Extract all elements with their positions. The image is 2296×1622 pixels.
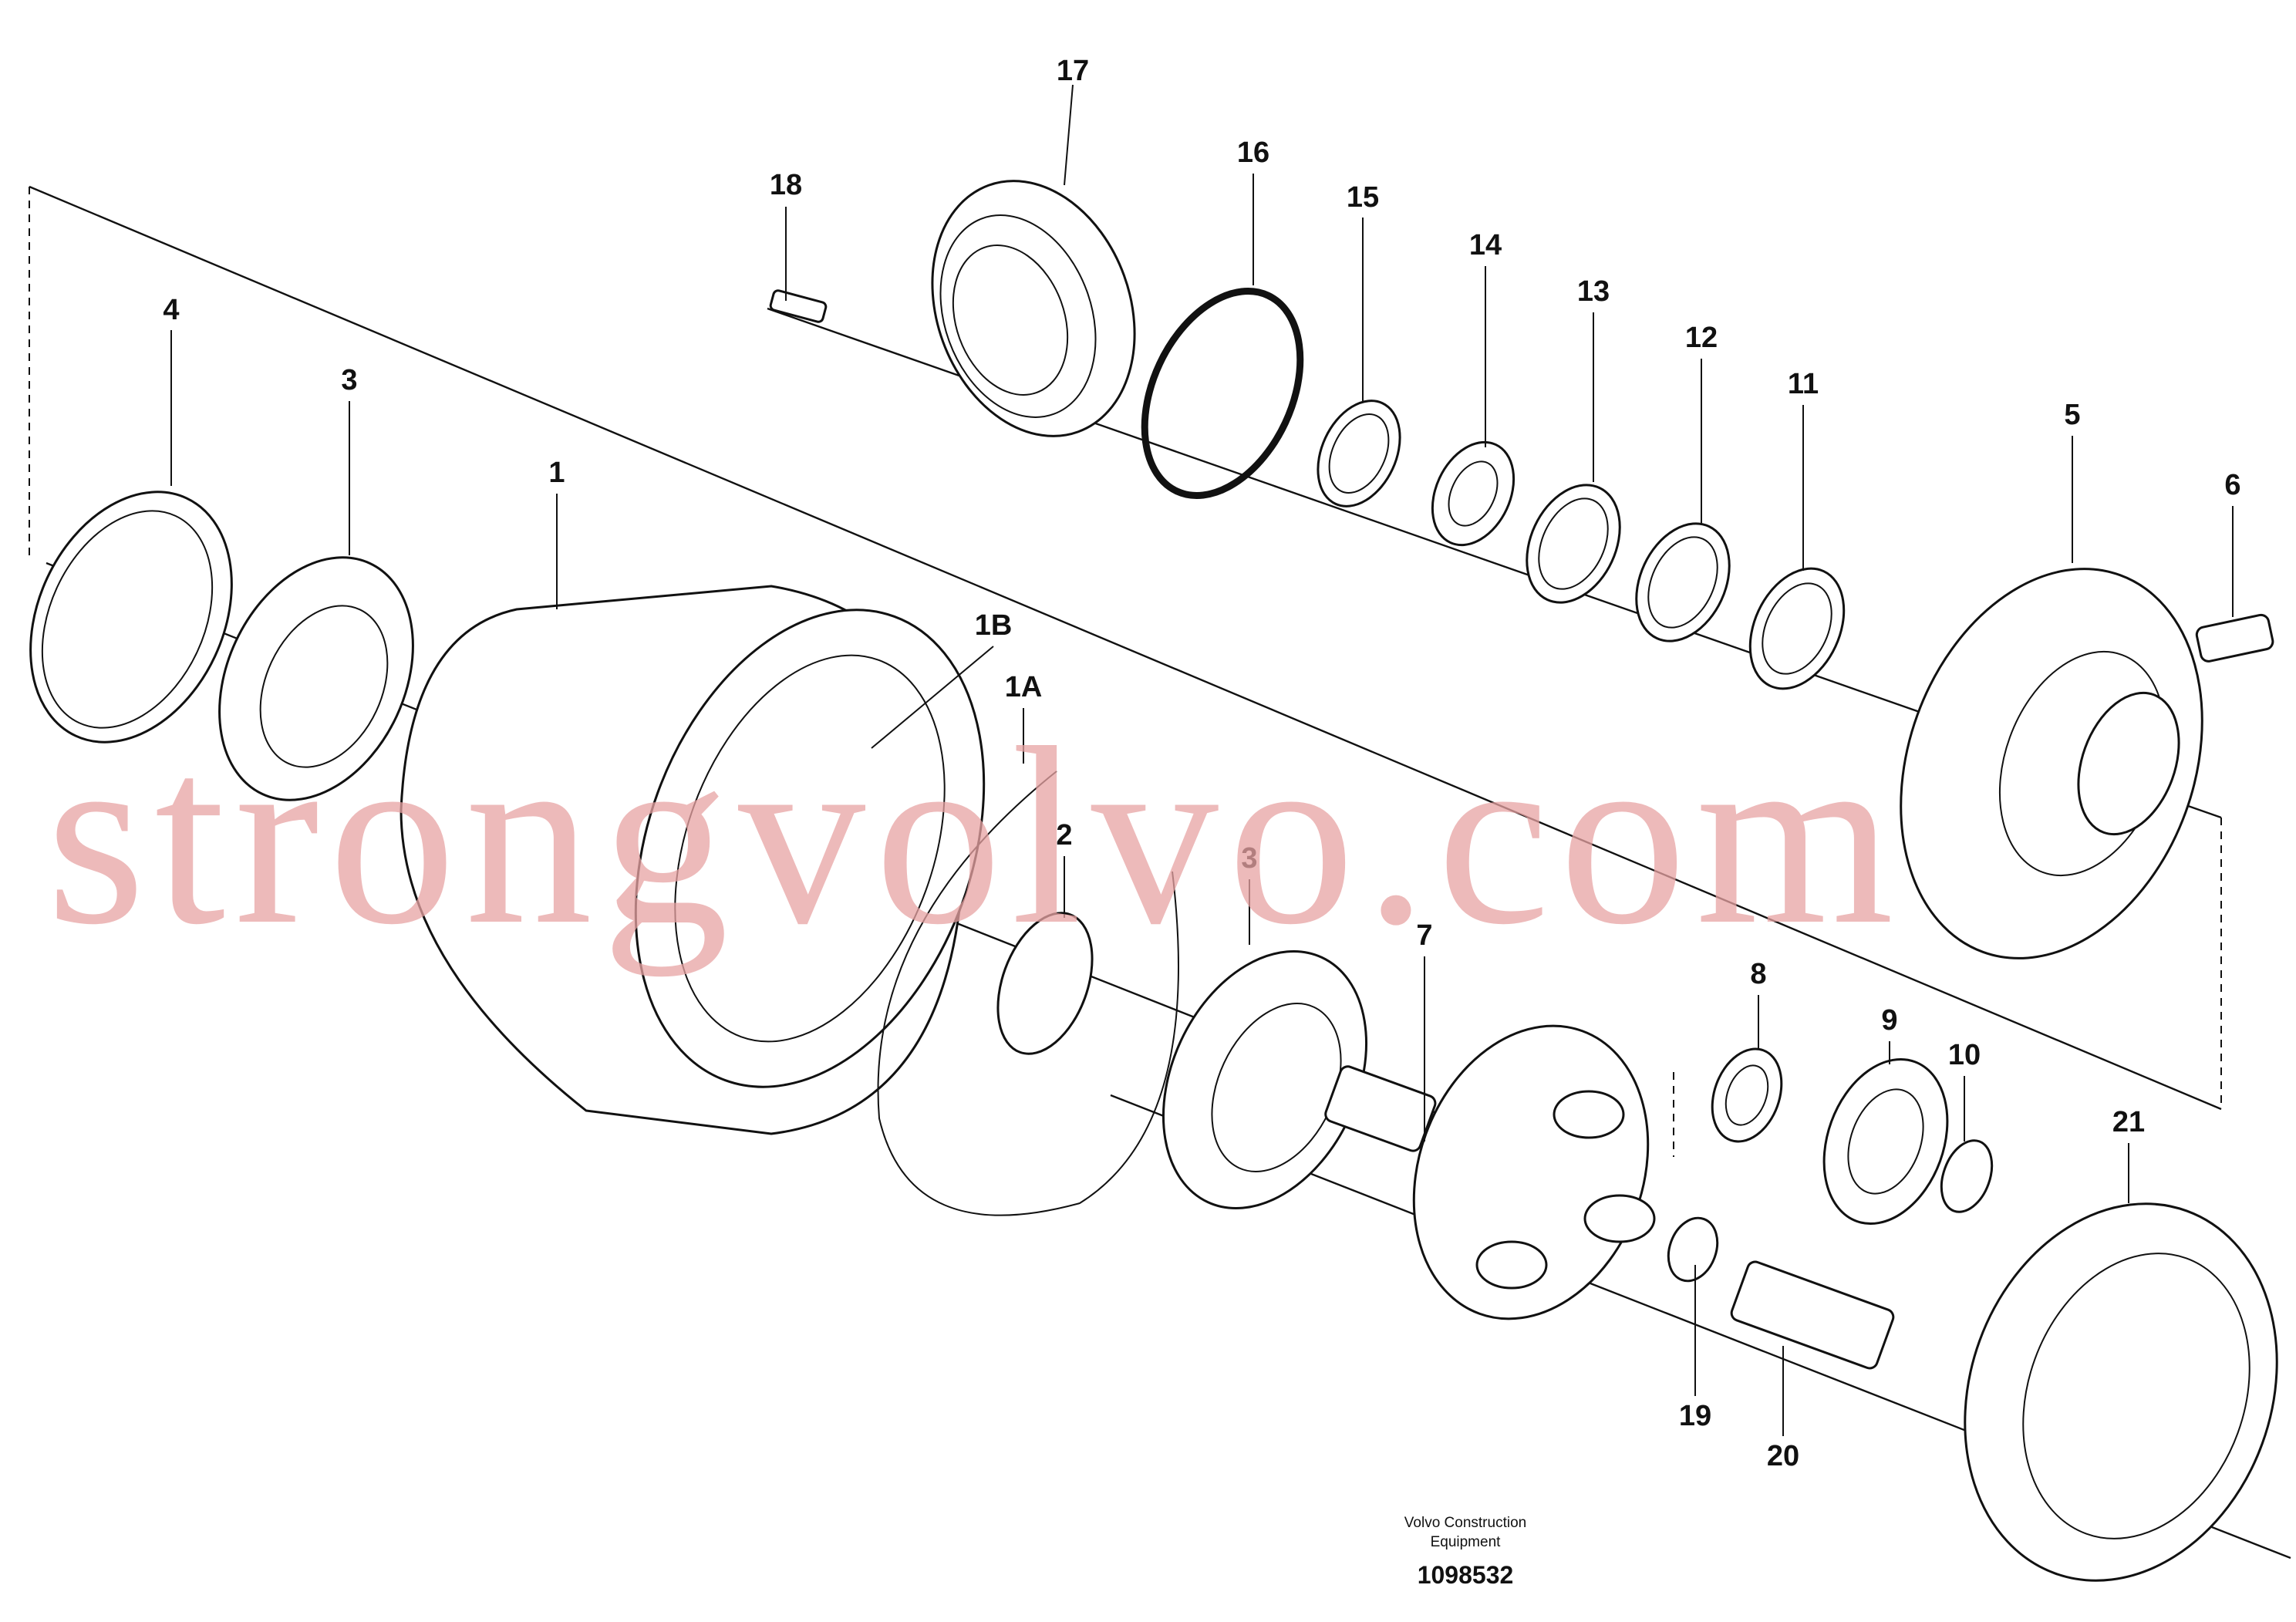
- seal-part-4: [29, 491, 233, 744]
- callout-16: 16: [1237, 137, 1269, 169]
- ring-part-1A: [877, 771, 1179, 1216]
- callout-1: 1: [548, 457, 565, 489]
- callout-15: 15: [1347, 181, 1379, 214]
- washer-part-19: [1667, 1216, 1719, 1283]
- callout-2: 2: [1056, 819, 1072, 851]
- o-ring-part-16: [1141, 288, 1304, 499]
- lock-washer-part-13: [1526, 484, 1621, 604]
- document-number: 1098532: [1418, 1561, 1514, 1589]
- snap-ring-part-10: [1940, 1139, 1994, 1213]
- callout-7: 7: [1416, 919, 1432, 952]
- leader-lines: [170, 84, 2234, 1436]
- planet-carrier-part-7: [1324, 1024, 1656, 1320]
- callout-11: 11: [1788, 368, 1819, 400]
- callout-17: 17: [1057, 55, 1089, 87]
- planet-gear-part-9: [1822, 1057, 1949, 1226]
- credit-line-1: Volvo Construction: [1404, 1515, 1526, 1531]
- credit-block: Volvo Construction Equipment 1098532: [1404, 1515, 1526, 1589]
- callout-1A: 1A: [1005, 671, 1043, 703]
- callout-19: 19: [1679, 1400, 1711, 1432]
- callout-1B: 1B: [975, 609, 1013, 642]
- callout-9: 9: [1881, 1004, 1897, 1037]
- credit-line-2: Equipment: [1431, 1534, 1502, 1550]
- callout-4: 4: [163, 294, 179, 326]
- callout-10: 10: [1948, 1039, 1981, 1071]
- needle-bearing-part-8: [1711, 1047, 1783, 1143]
- sun-gear-part-20: [1730, 1260, 1895, 1370]
- callout-3-lower: 3: [1241, 842, 1257, 875]
- watermark-text: strongvolvo.com: [46, 696, 1903, 977]
- flange-hub-part-5: [1900, 568, 2203, 959]
- callout-8: 8: [1750, 958, 1766, 990]
- circlip-part-15: [1317, 400, 1401, 508]
- callout-3-upper: 3: [341, 364, 357, 396]
- thrust-washer-part-11: [1748, 567, 1846, 690]
- callout-5: 5: [2064, 399, 2080, 431]
- callout-18: 18: [770, 169, 802, 201]
- callout-12: 12: [1685, 322, 1718, 354]
- bolt-part-18: [769, 289, 828, 323]
- hub-housing-part-1: [400, 585, 986, 1135]
- shim-part-2: [996, 912, 1094, 1055]
- callout-labels: 17 16 18 15 14 13 12 11 4 3 1 1B 1A 5 6 …: [163, 55, 2240, 1472]
- bearing-part-3-upper: [218, 556, 414, 801]
- callout-14: 14: [1469, 229, 1502, 261]
- callout-20: 20: [1767, 1440, 1799, 1472]
- callout-13: 13: [1577, 275, 1610, 308]
- cover-part-17: [931, 180, 1136, 437]
- drum-part-21: [1964, 1202, 2278, 1582]
- lock-plate-part-12: [1635, 522, 1731, 642]
- stud-part-6: [2195, 613, 2274, 663]
- callout-6: 6: [2224, 469, 2240, 501]
- callout-21: 21: [2112, 1106, 2145, 1138]
- nut-part-14: [1431, 440, 1515, 547]
